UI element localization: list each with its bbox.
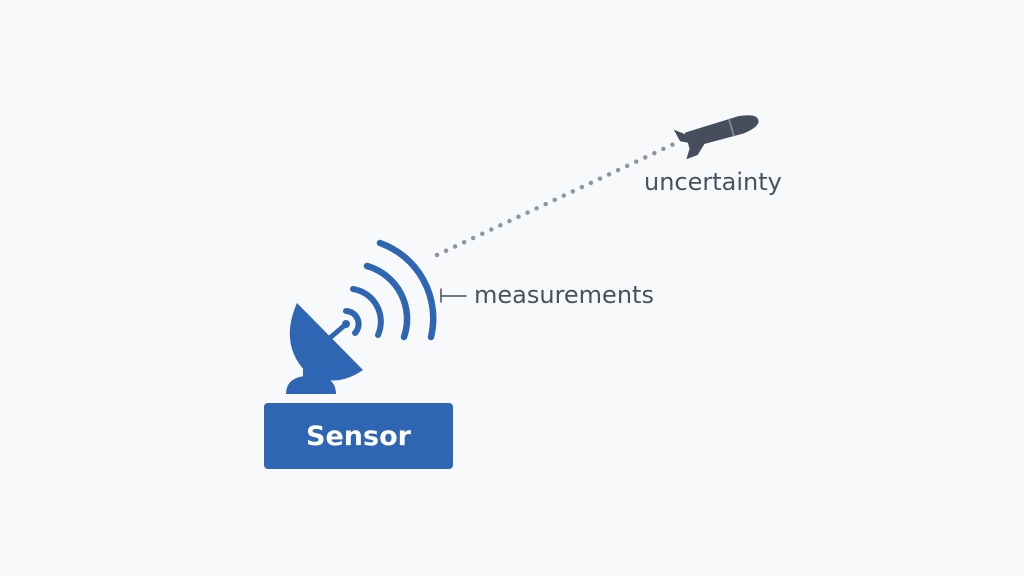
dish-pedestal	[286, 376, 336, 394]
dish-bowl	[289, 303, 363, 381]
dish-feed-tip	[342, 320, 350, 328]
measurements-label: measurements	[474, 281, 654, 309]
dish-feed-arm	[328, 322, 348, 340]
sensor-box: Sensor	[264, 403, 453, 469]
satellite-dish-icon	[286, 303, 363, 394]
uncertainty-label: uncertainty	[644, 168, 782, 196]
sensor-label: Sensor	[306, 420, 411, 452]
signal-wave-4	[376, 239, 437, 341]
signal-waves-icon	[343, 239, 437, 341]
trajectory-dotted-line	[434, 140, 679, 258]
missile-tail-fins	[673, 129, 692, 144]
missile-band	[727, 118, 735, 137]
signal-wave-1	[343, 308, 362, 336]
missile-body	[684, 115, 759, 148]
missile-icon	[673, 115, 759, 160]
signal-wave-3	[363, 262, 411, 341]
measurements-marker	[440, 288, 467, 303]
signal-wave-2	[350, 286, 384, 338]
